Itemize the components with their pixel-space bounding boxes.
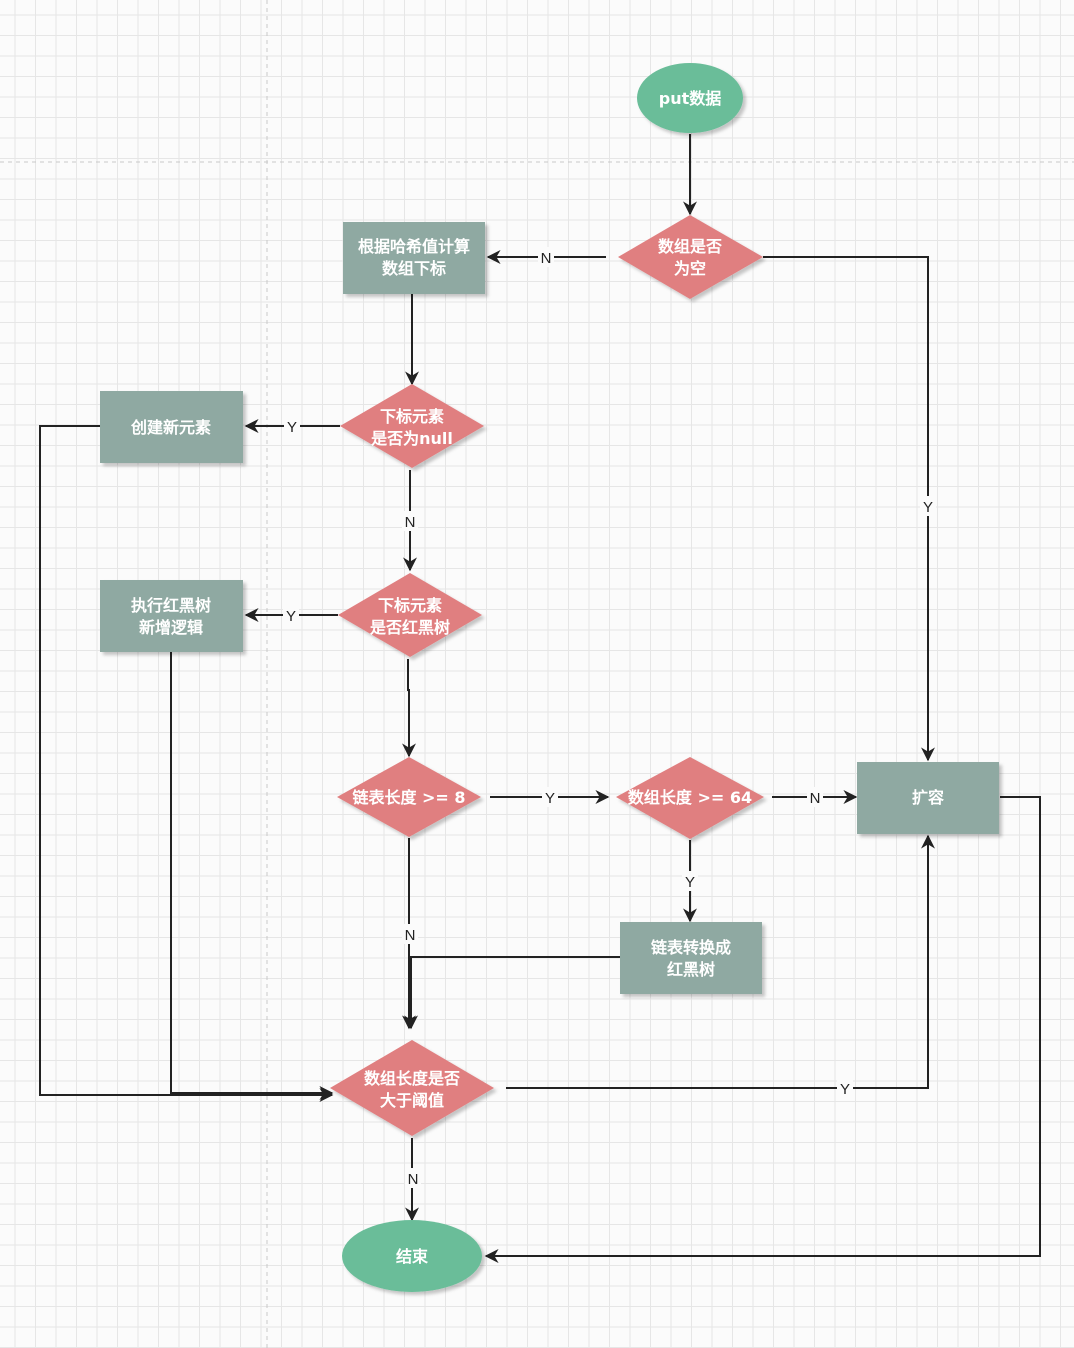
- edges: N Y Y N Y Y N Y N: [39, 134, 1041, 1263]
- node-array-empty-line1: 数组是否: [658, 237, 722, 256]
- edge-convert-to-threshold: [404, 956, 620, 1030]
- edge-resize-to-end: [484, 796, 1041, 1263]
- node-over-threshold[interactable]: 数组长度是否 大于阈值: [330, 1040, 494, 1136]
- edge-label-bg: [402, 511, 418, 531]
- node-compute-index-line1: 根据哈希值计算: [358, 237, 470, 256]
- node-index-null[interactable]: 下标元素 是否为null: [340, 384, 484, 468]
- node-resize-label: 扩容: [912, 788, 944, 807]
- decision-shape: [618, 215, 763, 299]
- node-create-element-label: 创建新元素: [130, 418, 211, 437]
- node-tree-insert-line2: 新增逻辑: [139, 618, 203, 637]
- node-tree-insert[interactable]: 执行红黑树 新增逻辑: [100, 580, 243, 652]
- node-start-label: put数据: [659, 89, 722, 108]
- process-shape: [100, 391, 243, 463]
- edge-label-index-tree-yes: Y: [286, 608, 296, 625]
- edge-label-index-null-yes: Y: [287, 419, 297, 436]
- node-start[interactable]: put数据: [637, 63, 743, 133]
- node-array-empty-line2: 为空: [674, 259, 706, 278]
- edge-label-list-len-no: N: [405, 927, 416, 944]
- node-index-null-line2: 是否为null: [370, 429, 453, 448]
- node-array-len-64-label: 数组长度 >= 64: [628, 788, 752, 807]
- decision-shape: [616, 757, 764, 839]
- node-over-threshold-line2: 大于阈值: [380, 1091, 444, 1110]
- terminal-shape: [637, 63, 743, 133]
- decision-shape: [337, 757, 481, 837]
- edge-label-bg: [682, 871, 698, 891]
- node-array-empty[interactable]: 数组是否 为空: [618, 215, 763, 299]
- node-index-tree-line1: 下标元素: [378, 596, 442, 615]
- edge-label-bg: [807, 787, 823, 807]
- decision-shape: [330, 1040, 494, 1136]
- decision-shape: [340, 384, 484, 468]
- process-shape: [620, 922, 762, 994]
- edge-label-index-null-no: N: [405, 514, 416, 531]
- node-list-len-8[interactable]: 链表长度 >= 8: [337, 757, 481, 837]
- edge-label-bg: [405, 1168, 421, 1188]
- node-compute-index-line2: 数组下标: [382, 259, 446, 278]
- node-compute-index[interactable]: 根据哈希值计算 数组下标: [343, 222, 485, 294]
- node-index-null-line1: 下标元素: [380, 407, 444, 426]
- node-convert-tree[interactable]: 链表转换成 红黑树: [620, 922, 762, 994]
- node-end-label: 结束: [395, 1247, 429, 1266]
- node-create-element[interactable]: 创建新元素: [100, 391, 243, 463]
- edge-label-array-empty-no: N: [541, 250, 552, 267]
- node-array-len-64[interactable]: 数组长度 >= 64: [616, 757, 764, 839]
- edge-array-empty-yes: [763, 256, 935, 762]
- edge-label-array-len-yes: Y: [685, 874, 695, 891]
- edge-index-tree-no: [402, 659, 416, 758]
- process-shape: [343, 222, 485, 294]
- node-convert-tree-line2: 红黑树: [667, 960, 715, 979]
- edge-label-bg: [283, 605, 299, 625]
- edge-threshold-yes: [506, 834, 935, 1089]
- edge-label-bg: [920, 496, 936, 516]
- edge-label-bg: [284, 416, 300, 436]
- process-shape: [857, 762, 999, 834]
- edge-label-threshold-yes: Y: [840, 1081, 850, 1098]
- node-tree-insert-line1: 执行红黑树: [131, 596, 211, 615]
- edge-label-threshold-no: N: [408, 1171, 419, 1188]
- node-convert-tree-line1: 链表转换成: [651, 938, 731, 957]
- edge-label-array-empty-yes: Y: [923, 499, 933, 516]
- terminal-shape: [342, 1220, 482, 1292]
- edge-label-array-len-no: N: [810, 790, 821, 807]
- process-shape: [100, 580, 243, 652]
- edge-label-bg: [538, 247, 554, 267]
- node-end[interactable]: 结束: [342, 1220, 482, 1292]
- node-resize[interactable]: 扩容: [857, 762, 999, 834]
- edge-label-bg: [542, 787, 558, 807]
- edge-label-bg: [837, 1078, 853, 1098]
- decision-shape: [338, 573, 482, 657]
- edge-label-list-len-yes: Y: [545, 790, 555, 807]
- edge-create-to-threshold: [39, 425, 334, 1102]
- node-index-tree-line2: 是否红黑树: [369, 618, 450, 637]
- node-over-threshold-line1: 数组长度是否: [364, 1069, 460, 1088]
- edge-tree-insert-to-threshold: [170, 652, 334, 1100]
- node-index-tree[interactable]: 下标元素 是否红黑树: [338, 573, 482, 657]
- edge-label-bg: [402, 924, 418, 944]
- node-list-len-8-label: 链表长度 >= 8: [352, 788, 465, 807]
